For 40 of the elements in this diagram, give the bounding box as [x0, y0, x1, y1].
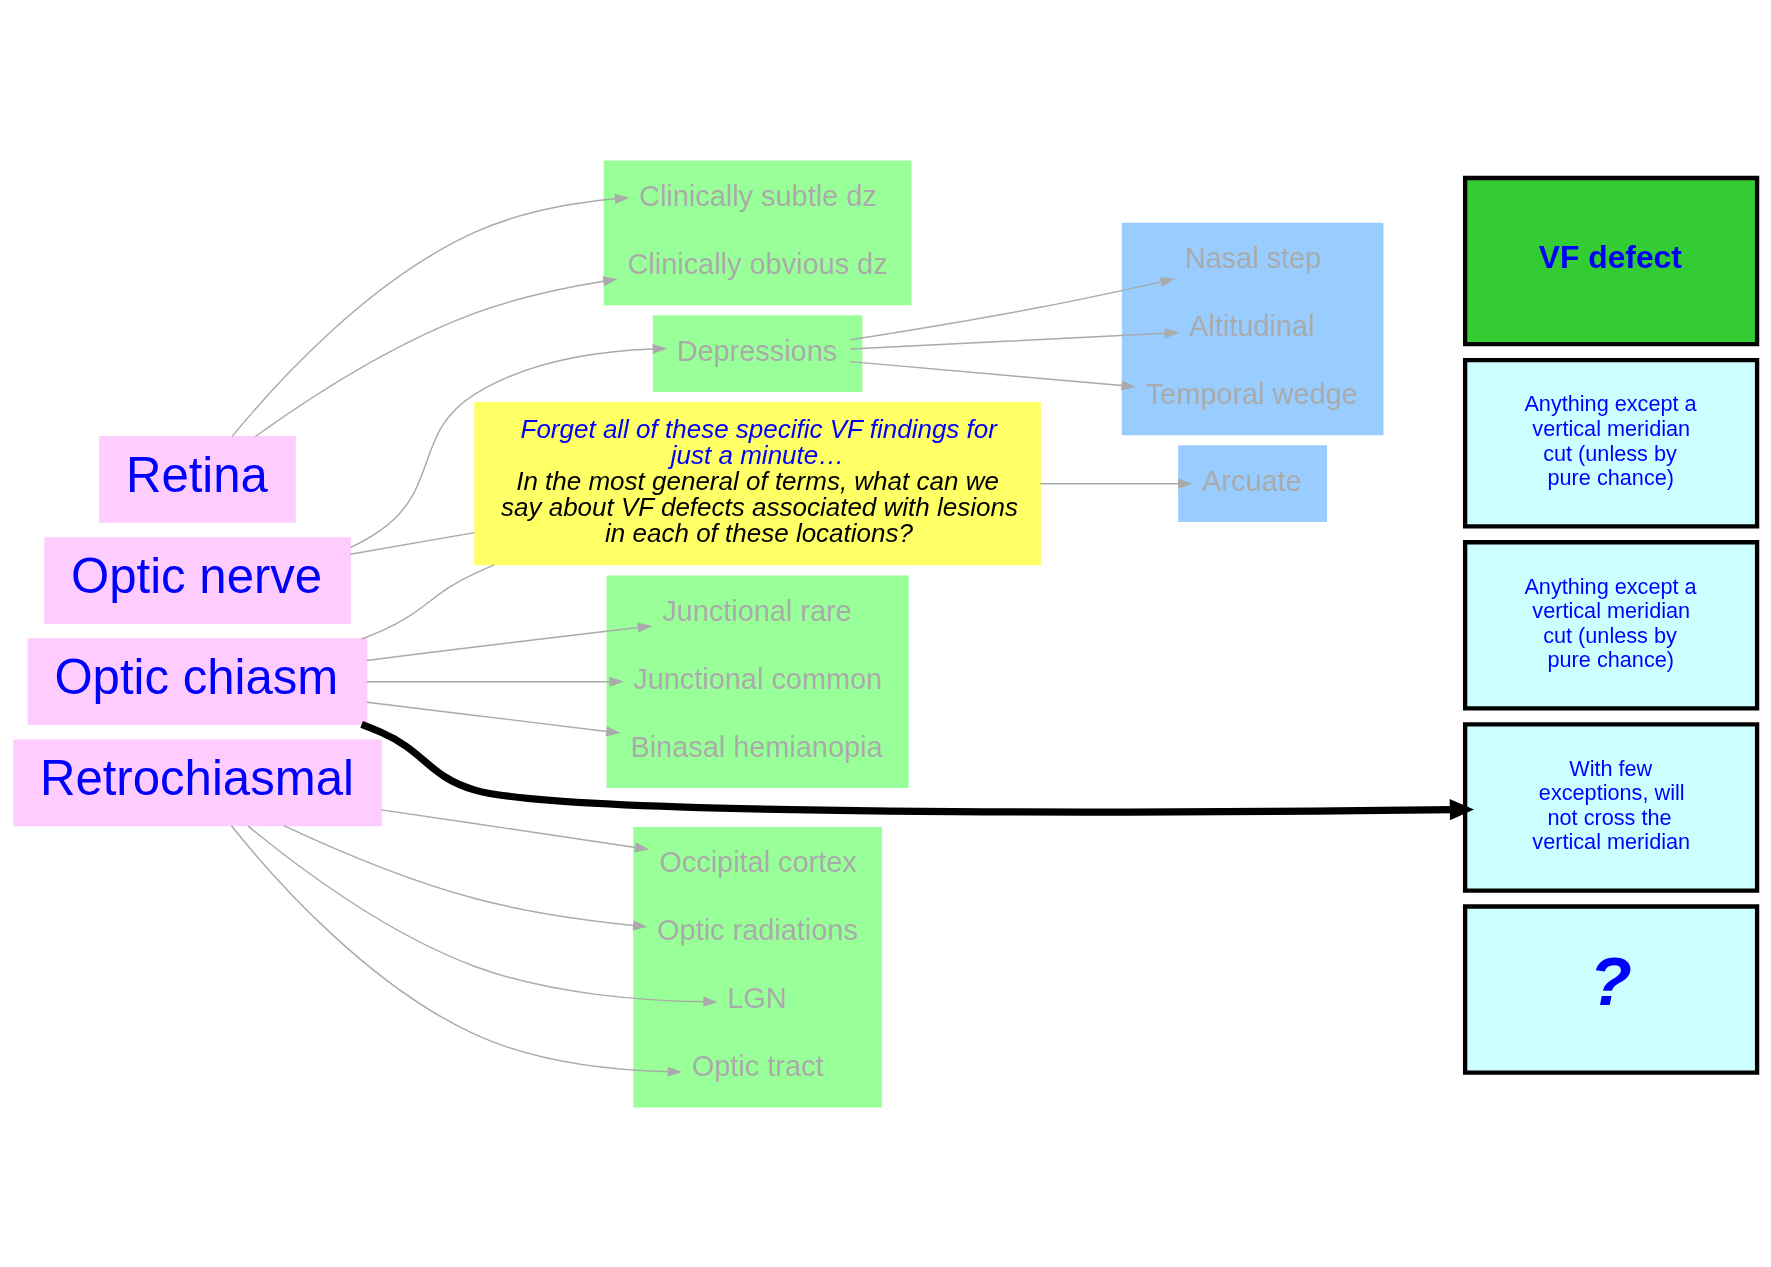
node-box: Optic chiasm	[27, 637, 368, 725]
arrow	[349, 343, 668, 548]
arrow	[247, 824, 718, 1007]
node-text: Junctional rare	[662, 594, 852, 627]
arrow	[231, 193, 630, 437]
node-text: Binasal hemianopia	[630, 730, 883, 763]
node-text: Clinically obvious dz	[627, 247, 888, 280]
node-text: Altitudinal	[1189, 309, 1315, 342]
node-text: Optic tract	[691, 1049, 824, 1082]
node-box: Optic nerve	[44, 536, 351, 624]
arrow	[366, 700, 621, 736]
node-text: Clinically subtle dz	[639, 179, 877, 212]
node-text: Temporal wedge	[1145, 377, 1358, 410]
node-text: Depressions	[676, 334, 838, 367]
node-text: LGN	[727, 981, 787, 1014]
arrow	[849, 327, 1180, 350]
node-box: VF defect	[1462, 175, 1760, 346]
node-box: Forget all of these specific VF findings for just a minute… In the most general of terms, what can we say about VF defects associated with lesions in each of these locations?	[474, 401, 1041, 565]
node-box: Anything except a vertical meridian cut (unless by pure chance)	[1462, 539, 1760, 711]
arrow	[366, 676, 624, 687]
arrow	[1039, 478, 1193, 489]
arrow	[230, 824, 683, 1077]
arrow	[849, 360, 1136, 391]
node-text: Arcuate	[1202, 464, 1302, 497]
node-box: ?	[1462, 903, 1760, 1075]
node-box: With few exceptions, will not cross the vertical meridian	[1462, 721, 1760, 893]
arrow	[366, 622, 653, 661]
connector	[360, 563, 495, 640]
node-box: Retrochiasmal	[13, 739, 382, 826]
arrow	[254, 275, 618, 437]
node-text: Occipital cortex	[659, 846, 857, 878]
arrow	[380, 808, 650, 852]
connector	[349, 531, 476, 555]
node-text: Optic radiations	[657, 913, 858, 946]
node-text: Junctional common	[633, 662, 883, 695]
arrow	[283, 824, 648, 930]
node-text: Nasal step	[1184, 241, 1322, 274]
arrow	[849, 276, 1175, 341]
node-box: Retina	[99, 435, 296, 523]
node-box: Anything except a vertical meridian cut (unless by pure chance)	[1462, 357, 1760, 528]
